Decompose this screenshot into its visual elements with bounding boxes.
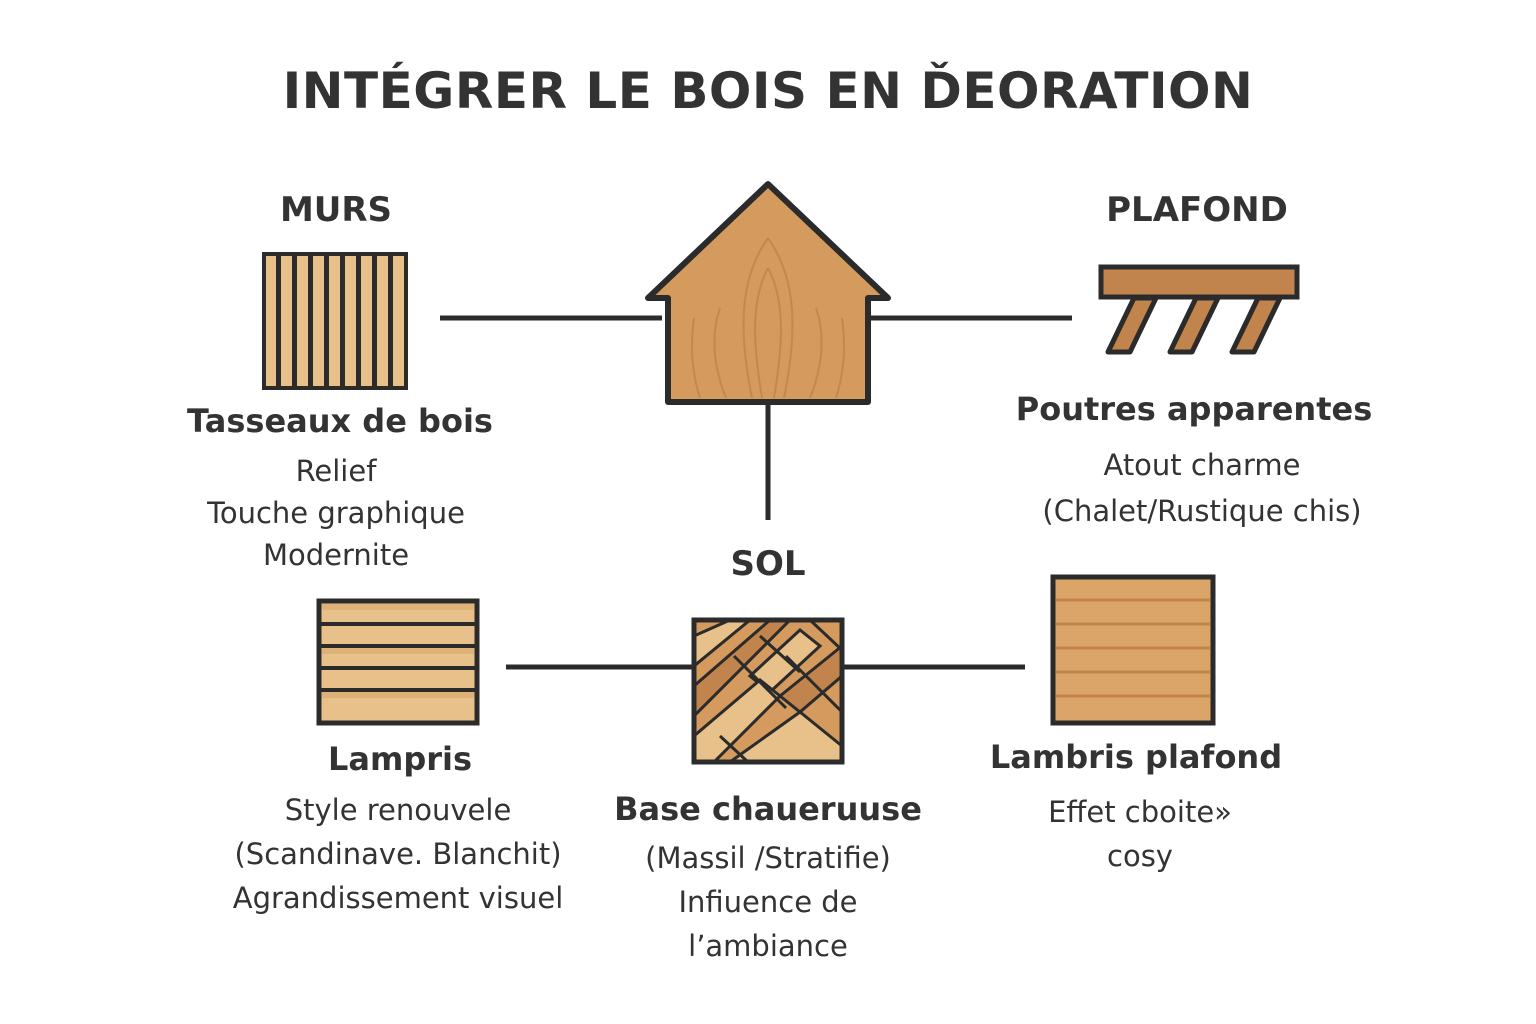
sol-heading: SOL — [730, 544, 806, 584]
lambris-plafond-line: cosy — [1107, 839, 1173, 873]
lambris-label: Lampris — [327, 740, 473, 778]
exposed-beams-icon — [1098, 264, 1300, 355]
murs-heading: MURS — [279, 190, 393, 230]
sol-line: Infiuence de — [678, 885, 858, 919]
murs-label: Tasseaux de bois — [187, 402, 493, 440]
ceiling-panels-icon — [1050, 574, 1216, 726]
sol-label: Base chaueruuse — [614, 790, 922, 828]
plafond-line: (Chalet/Rustique chis) — [1042, 494, 1362, 528]
lambris-line: Style renouvele — [284, 793, 512, 827]
lambris-plafond-description: Effet cboite» cosy — [940, 790, 1340, 878]
page-title: INTÉGRER LE BOIS EN ĎEORATION — [282, 62, 1254, 120]
murs-line: Touche graphique — [207, 496, 465, 530]
plafond-label: Poutres apparentes — [1015, 390, 1373, 428]
plafond-heading: PLAFOND — [1106, 190, 1288, 230]
wooden-house-icon — [645, 181, 891, 405]
lambris-plafond-label: Lambris plafond — [989, 738, 1283, 776]
plafond-description: Atout charme (Chalet/Rustique chis) — [1002, 442, 1402, 534]
murs-line: Modernite — [262, 538, 410, 572]
lambris-line: (Scandinave. Blanchit) — [234, 837, 562, 871]
horizontal-panels-icon — [316, 598, 480, 726]
lambris-description: Style renouvele (Scandinave. Blanchit) A… — [198, 788, 598, 920]
sol-line: l’ambiance — [688, 929, 848, 963]
herringbone-floor-icon — [691, 617, 845, 765]
lambris-plafond-line: Effet cboite» — [1048, 795, 1232, 829]
sol-description: (Massil /Stratifie) Infiuence de l’ambia… — [568, 836, 968, 968]
sol-line: (Massil /Stratifie) — [645, 841, 891, 875]
vertical-slats-icon — [262, 252, 408, 390]
plafond-line: Atout charme — [1103, 448, 1301, 482]
murs-line: Relief — [295, 454, 377, 488]
murs-description: Relief Touche graphique Modernite — [136, 450, 536, 576]
lambris-line: Agrandissement visuel — [232, 881, 564, 915]
